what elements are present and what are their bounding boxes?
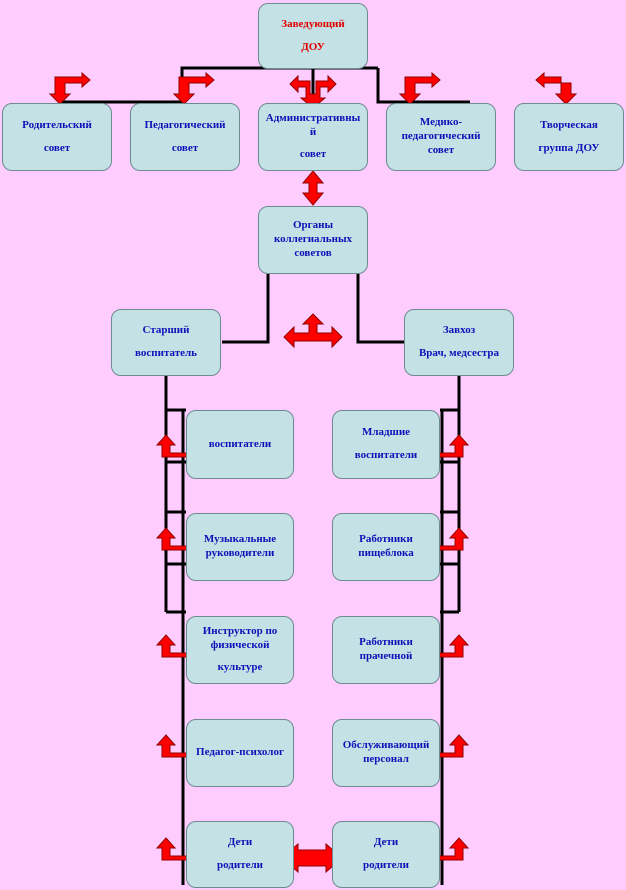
senior-line2: воспитатель [135,347,197,359]
council-pedagogical-line2: совет [171,141,199,154]
left-educators-line1: воспитатели [208,437,272,450]
arrow-admin-organs-icon [301,170,325,206]
right-children-line2: родители [363,859,409,871]
left-pe-line3: культуре [217,661,263,674]
arrow-admin-3way-icon [289,74,337,109]
organs-line1: Органы [292,219,334,232]
council-medical-line3: совет [427,143,455,156]
council-medical-line1: Медико- [419,116,463,129]
left-psychologist: Педагог-психолог [186,719,294,787]
left-children-parents: Дети родители [186,821,294,888]
right-junior-educators: Младшие воспитатели [332,410,440,479]
organs-line3: советов [294,246,332,259]
council-medical-line2: педагогический [401,130,481,143]
supply-line1: Завхоз [442,324,476,337]
connector-left-trunk [164,376,186,885]
council-creative: Творческая группа ДОУ [514,103,624,171]
left-music-line1: Музыкальные [203,533,277,546]
right-service-line1: Обслуживающий [342,739,430,752]
left-pe-instructor: Инструктор по физической культуре [186,616,294,684]
head-box: Заведующий ДОУ [258,3,368,69]
right-children-parents: Дети родители [332,821,440,888]
council-parents: Родительский совет [2,103,112,171]
left-children-line1: Дети [227,836,253,849]
right-laundry-staff: Работники прачечной [332,616,440,684]
supply-line2: Врач, медсестра [418,347,500,359]
council-pedagogical-line1: Педагогический [144,118,226,131]
council-creative-line2: группа ДОУ [538,141,600,154]
council-parents-line1: Родительский [22,118,92,131]
arrow-to-pedagogical-icon [172,71,215,105]
left-music-directors: Музыкальные руководители [186,513,294,581]
right-kitchen-line2: пищеблока [358,547,414,559]
council-administrative-line2: й [309,125,317,138]
right-kitchen-staff: Работники пищеблока [332,513,440,581]
council-administrative-line3: совет [299,148,327,161]
left-pe-line2: физической [210,638,270,651]
connector-head-bus [60,66,470,104]
senior-educator-box: Старший воспитатель [111,309,221,376]
supply-medical-box: Завхоз Врач, медсестра [404,309,514,376]
organs-box: Органы коллегиальных советов [258,206,368,274]
head-line1: Заведующий [281,17,345,30]
head-line2: ДОУ [301,40,325,53]
right-junior-line1: Младшие [361,426,411,439]
left-music-line2: руководители [205,547,275,559]
right-kitchen-line1: Работники [359,533,413,546]
left-educators: воспитатели [186,410,294,479]
left-psychologist-line1: Педагог-психолог [196,746,284,759]
connector-organs-supply [356,274,404,344]
connector-right-trunk [440,376,461,885]
council-parents-line2: совет [43,141,71,154]
council-medical: Медико- педагогический совет [386,103,496,171]
arrow-center-icon [283,313,343,349]
organs-line2: коллегиальных [273,233,353,246]
right-laundry-line1: Работники [359,636,413,649]
right-laundry-line2: прачечной [359,650,413,662]
right-service-line2: персонал [363,753,409,765]
connector-organs-senior [222,274,270,344]
right-children-line1: Дети [373,836,399,849]
council-administrative: Административны й совет [258,103,368,171]
right-junior-line2: воспитатели [354,449,418,461]
council-creative-line1: Творческая [540,118,598,131]
senior-line1: Старший [142,324,190,337]
right-service-staff: Обслуживающий персонал [332,719,440,787]
left-pe-line1: Инструктор по [202,624,278,637]
arrow-to-parents-icon [48,71,91,105]
council-administrative-line1: Административны [265,111,361,124]
arrow-to-creative-icon [535,71,578,105]
council-pedagogical: Педагогический совет [130,103,240,171]
arrow-to-medical-icon [398,71,441,105]
left-children-line2: родители [217,859,263,871]
